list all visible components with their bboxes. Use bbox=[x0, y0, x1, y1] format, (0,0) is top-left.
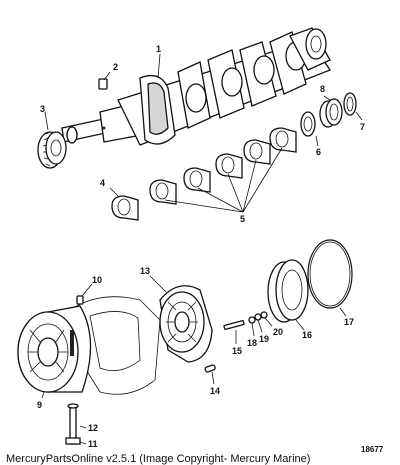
o-ring bbox=[307, 239, 353, 317]
relief-valve-parts bbox=[223, 311, 273, 344]
callout-8: 8 bbox=[320, 84, 325, 94]
callout-9: 9 bbox=[37, 400, 42, 410]
rear-bearing-set bbox=[300, 92, 363, 147]
callout-6: 6 bbox=[316, 147, 321, 157]
callout-13: 13 bbox=[140, 266, 150, 276]
dowel-pin bbox=[76, 283, 93, 305]
oil-seal bbox=[267, 259, 309, 331]
callout-10: 10 bbox=[92, 275, 102, 285]
callout-12: 12 bbox=[88, 423, 98, 433]
callout-17: 17 bbox=[344, 317, 354, 327]
callout-3: 3 bbox=[40, 104, 45, 114]
callout-20: 20 bbox=[273, 327, 283, 337]
callout-5: 5 bbox=[240, 214, 245, 224]
callout-19: 19 bbox=[259, 334, 269, 344]
engine-block-outline bbox=[69, 296, 161, 395]
crankshaft-gear bbox=[37, 111, 67, 169]
copyright-footer: MercuryPartsOnline v2.5.1 (Image Copyrig… bbox=[6, 453, 310, 465]
crankshaft bbox=[61, 27, 331, 146]
pin bbox=[204, 364, 216, 385]
main-bearings bbox=[109, 127, 297, 221]
callout-1: 1 bbox=[156, 44, 161, 54]
front-cover-housing bbox=[17, 305, 92, 399]
bolt-assembly bbox=[65, 403, 87, 445]
callout-4: 4 bbox=[100, 178, 105, 188]
callout-18: 18 bbox=[247, 338, 257, 348]
callout-15: 15 bbox=[232, 346, 242, 356]
callout-2: 2 bbox=[113, 62, 118, 72]
callout-16: 16 bbox=[302, 330, 312, 340]
callout-7: 7 bbox=[360, 122, 365, 132]
figure-number: 18677 bbox=[361, 445, 384, 454]
callout-11: 11 bbox=[88, 439, 98, 449]
woodruff-key bbox=[98, 71, 111, 90]
oil-pump-body bbox=[149, 275, 213, 363]
callout-14: 14 bbox=[210, 386, 220, 396]
